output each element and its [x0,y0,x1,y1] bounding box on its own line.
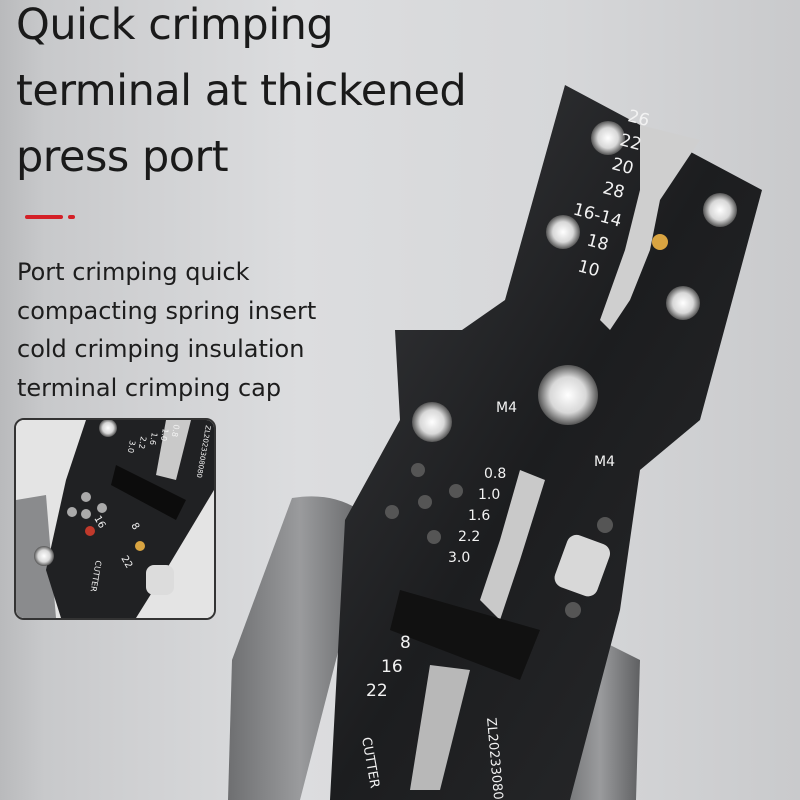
inset-strip-gauge: 2.2 [137,436,148,450]
rivet [703,193,737,227]
headline-line: terminal at thickened [16,66,467,116]
headline-line: press port [16,132,229,182]
accent-dash [25,215,63,219]
inset-strip-gauge: 1.6 [148,432,159,446]
inset-spring [111,465,186,520]
rivet [546,215,580,249]
rivet [591,121,625,155]
description-line: terminal crimping cap [17,373,282,402]
cutter-gauge: 22 [366,681,388,701]
tool-shape: 16 8 22 CUTTER [88,514,141,593]
tool-shape [565,602,581,618]
description-line: compacting spring insert [17,296,317,325]
screw-label: M4 [594,454,615,470]
tool-shape [135,541,145,551]
screw-label: M4 [496,400,517,416]
cutter-slot [410,665,470,790]
pivot-bolt [538,365,598,425]
patent-number: ZL20233080 [483,717,505,800]
tool-shape [97,503,107,513]
cutter-gauge: 8 [400,633,411,653]
rivet [666,286,700,320]
background-band [0,0,45,800]
crimp-jaw-gap [600,125,700,330]
detail-inset: 0.8 1.0 1.6 2.2 3.0 ZL2023308080 16 8 22… [14,418,216,620]
tool-shape [81,492,91,502]
tool-shape [67,507,77,517]
feature-description: Port crimping quick compacting spring in… [17,253,316,407]
cutter-gauge: 16 [381,657,403,677]
strip-gauge: 0.8 [484,466,506,482]
hole [385,463,613,618]
lock-window [554,534,611,597]
spring [390,590,540,680]
tool-shape [418,495,432,509]
tool-shape [597,517,613,533]
pivot-ball [412,402,452,442]
tool-shape [411,463,425,477]
tool-shape [427,530,441,544]
tool-shape [385,505,399,519]
inset-gauge: 8 [128,521,141,532]
tool-shape [81,509,91,519]
description-line: cold crimping insulation [17,335,305,363]
inset-teeth [156,420,191,480]
tool-shape [146,565,174,595]
strip-gauge: 2.2 [458,529,480,545]
inset-strip-gauge: 0.8 [170,424,181,438]
inset-strip-gauge: 1.0 [159,428,170,442]
headline: Quick crimping terminal at thickened pre… [16,0,467,190]
strip-gauge: 3.0 [448,550,470,566]
description-line: Port crimping quick [17,258,250,286]
tool-shape [449,484,463,498]
stripping-teeth [480,470,545,620]
tool-shape [67,492,107,519]
tool-shape: 8 16 22 [366,633,411,701]
terminal [652,234,668,250]
accent-dot [68,215,75,219]
strip-gauge: 1.0 [478,487,500,503]
tool-shape [85,526,95,536]
inset-strip-gauge: 3.0 [126,440,137,454]
tool-shape: 0.8 1.0 1.6 2.2 3.0 [448,466,506,566]
tool-shape [34,546,54,566]
left-handle [228,496,372,800]
headline-line: Quick crimping [16,0,334,50]
inset-closeup: 0.8 1.0 1.6 2.2 3.0 ZL2023308080 16 8 22… [16,420,214,618]
strip-gauge: 1.6 [468,508,490,524]
tool-shape [99,420,117,437]
tool-body [330,85,762,800]
